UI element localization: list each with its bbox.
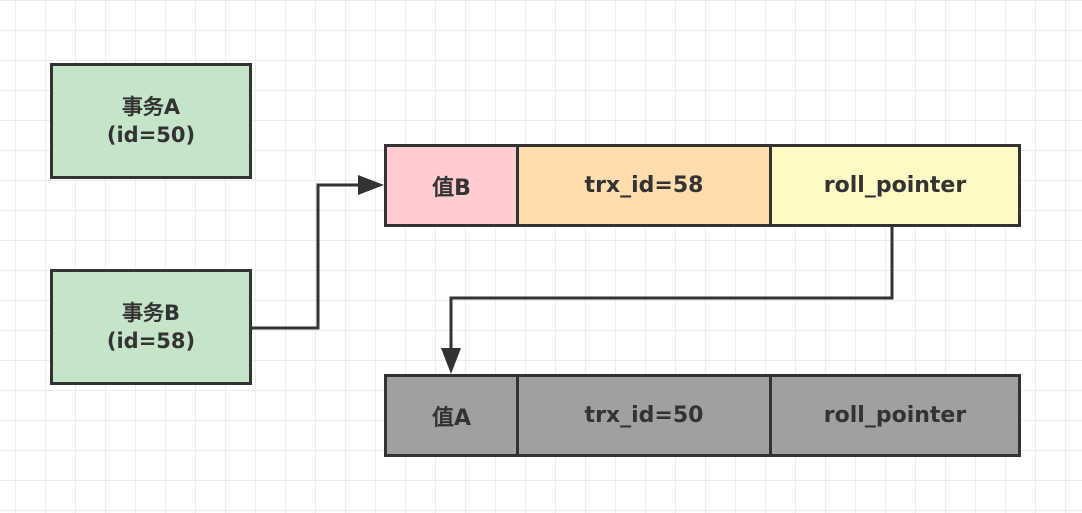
- roll-pointer-cell: roll_pointer: [769, 147, 1018, 224]
- arrowhead-icon: [358, 175, 384, 195]
- value-cell: 值A: [387, 377, 516, 454]
- arrowhead-icon: [441, 348, 461, 374]
- transaction-a-name: 事务A: [121, 95, 181, 119]
- roll-pointer-cell: roll_pointer: [769, 377, 1018, 454]
- roll-pointer-connector: [449, 227, 894, 352]
- transaction-b-to-value-b-connector: [252, 183, 362, 330]
- transaction-b-box: 事务B (id=58): [50, 269, 252, 385]
- transaction-b-name: 事务B: [121, 301, 180, 325]
- transaction-b-id: (id=58): [106, 329, 196, 353]
- version-record-current: 值B trx_id=58 roll_pointer: [384, 144, 1021, 227]
- value-cell: 值B: [387, 147, 516, 224]
- transaction-a-id: (id=50): [106, 123, 196, 147]
- trx-id-cell: trx_id=50: [516, 377, 769, 454]
- trx-id-cell: trx_id=58: [516, 147, 769, 224]
- version-record-old: 值A trx_id=50 roll_pointer: [384, 374, 1021, 457]
- transaction-a-box: 事务A (id=50): [50, 63, 252, 179]
